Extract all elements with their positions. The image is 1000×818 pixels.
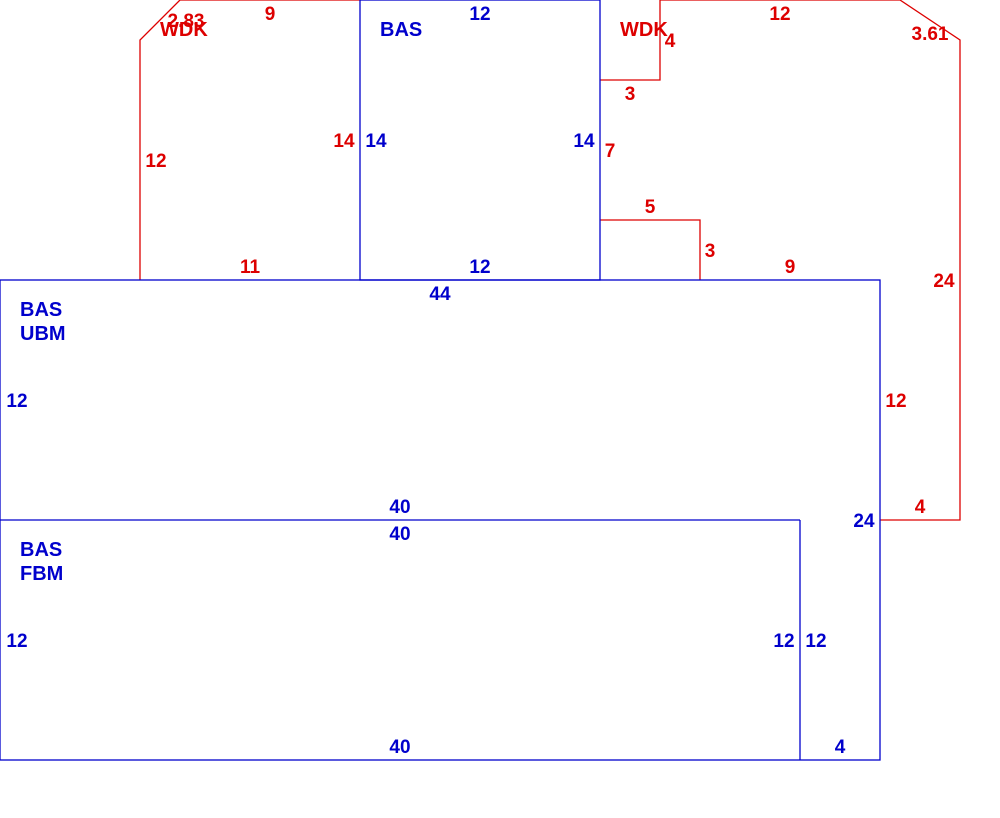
- dim-wdk-left-bottom: 11: [240, 257, 261, 278]
- dim-wdk-right-top: 12: [769, 4, 790, 25]
- dim-bas-fbm-right: 12: [773, 631, 794, 652]
- bas-fbm-label-line1: BAS: [20, 539, 62, 561]
- dim-bas-ubm-right: 24: [853, 511, 875, 532]
- bas-ubm-label-line2: UBM: [20, 323, 66, 345]
- dim-wdk-right-step-horizontal: 3: [625, 84, 636, 105]
- dim-wdk-right-notch-vertical: 3: [705, 241, 716, 262]
- dim-wdk-right-step-vertical: 4: [665, 31, 676, 52]
- dim-bas-fbm-left: 12: [6, 631, 27, 652]
- dim-bas-top-bottom: 12: [469, 257, 490, 278]
- dim-wdk-left-top: 9: [265, 4, 276, 25]
- dim-bas-top-right: 14: [573, 131, 595, 152]
- bas-ubm-label-line1: BAS: [20, 299, 62, 321]
- dim-bas-ubm-top: 44: [429, 284, 451, 305]
- wdk-right-label: WDK: [620, 19, 668, 41]
- bas-top-outline: [359, 0, 601, 281]
- wdk-right-outline: [600, 0, 961, 521]
- dim-bas-ubm-left: 12: [6, 391, 27, 412]
- dim-ubm-extension-bottom: 4: [835, 737, 846, 758]
- wdk-left-label: WDK: [160, 19, 208, 41]
- dim-wdk-left-left: 12: [145, 151, 166, 172]
- dim-bas-ubm-bottom: 40: [389, 497, 410, 518]
- dim-wdk-left-diag: 2.83: [168, 11, 205, 32]
- dim-ubm-extension-left: 12: [805, 631, 826, 652]
- dim-wdk-right-diag: 3.61: [912, 24, 949, 45]
- dim-bas-fbm-bottom: 40: [389, 737, 410, 758]
- bas-top-label: BAS: [380, 19, 422, 41]
- dim-wdk-right-left: 7: [605, 141, 616, 162]
- dim-bas-top-left: 14: [365, 131, 387, 152]
- dim-wdk-right-lower-vertical: 12: [885, 391, 906, 412]
- dim-wdk-right-right: 24: [933, 271, 955, 292]
- dim-wdk-left-right: 14: [333, 131, 355, 152]
- bas-ubm-outline: [0, 279, 881, 761]
- dim-wdk-right-notch-horizontal: 5: [645, 197, 656, 218]
- dim-bas-top-top: 12: [469, 4, 490, 25]
- bas-fbm-label-line2: FBM: [20, 563, 63, 585]
- dim-wdk-right-lower-horizontal: 4: [915, 497, 926, 518]
- wdk-right-notch: [600, 219, 701, 280]
- dim-bas-fbm-top: 40: [389, 524, 410, 545]
- dim-wdk-right-bottom: 9: [785, 257, 796, 278]
- wdk-left-outline: [139, 0, 360, 280]
